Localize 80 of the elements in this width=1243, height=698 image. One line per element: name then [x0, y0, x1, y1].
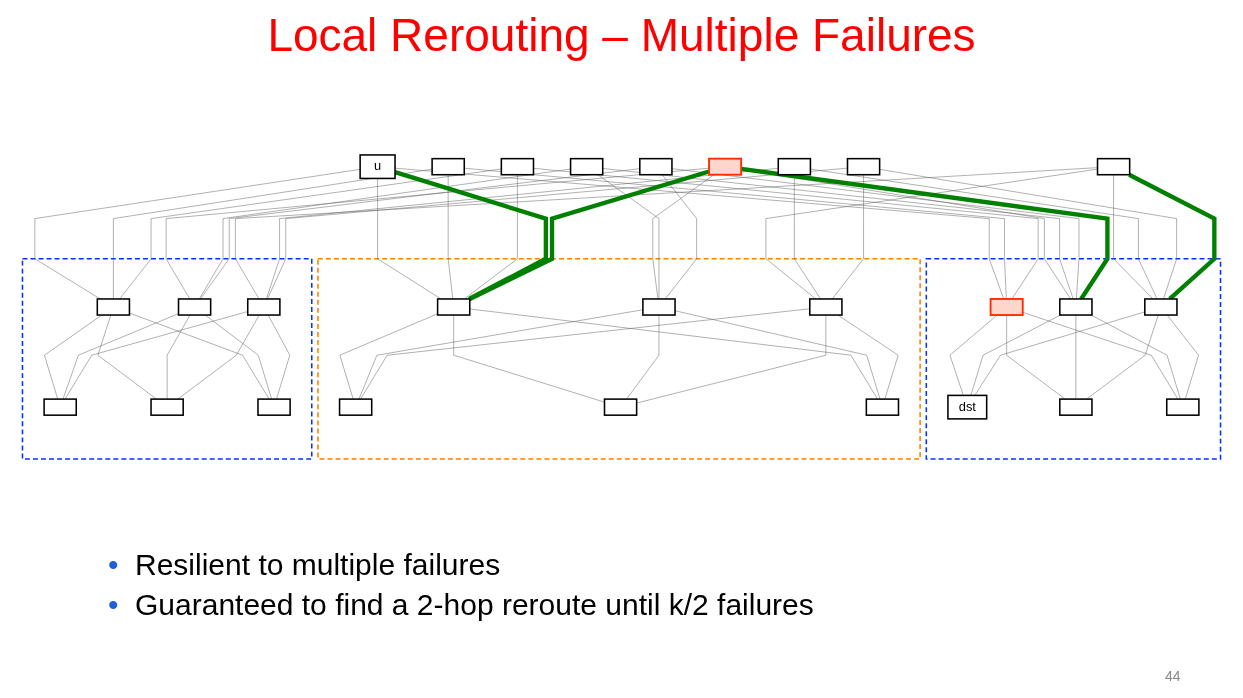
node-box — [708, 157, 743, 176]
connector — [453, 314, 605, 403]
connector — [360, 308, 810, 400]
connector — [62, 313, 179, 400]
connector — [267, 314, 291, 400]
node-box: dst — [947, 394, 988, 420]
connector — [831, 174, 864, 300]
node-box — [96, 298, 131, 316]
connector — [34, 169, 361, 300]
connector — [1166, 314, 1199, 400]
connector — [1075, 314, 1077, 400]
node-box — [1165, 398, 1200, 416]
connector — [1086, 314, 1159, 400]
node-box — [809, 298, 843, 316]
connector — [533, 168, 1039, 300]
node-box — [846, 157, 881, 176]
connector — [1006, 314, 1066, 400]
node-box — [43, 398, 78, 416]
bullet-text: Resilient to multiple failures — [135, 548, 501, 582]
connector — [652, 174, 715, 300]
connector — [837, 314, 899, 400]
node-box — [500, 157, 535, 176]
node-box — [431, 157, 466, 176]
connector — [97, 314, 157, 400]
connector — [1113, 174, 1154, 300]
connector — [129, 312, 270, 400]
node-box — [257, 398, 291, 416]
connector — [64, 311, 248, 400]
connector — [464, 174, 518, 300]
node-box — [1059, 298, 1093, 316]
node-box — [569, 157, 604, 176]
node-box — [436, 298, 471, 316]
connector — [377, 178, 442, 300]
node-box — [777, 157, 812, 176]
bullet-marker: • — [108, 588, 119, 622]
connector — [661, 174, 697, 300]
connector — [235, 167, 1098, 300]
slide-title: Local Rerouting – Multiple Failures — [266, 8, 977, 62]
connector — [447, 174, 453, 300]
connector — [602, 168, 1074, 300]
connector — [626, 314, 660, 400]
connector — [597, 174, 660, 300]
connector — [879, 169, 1177, 300]
node-box — [639, 157, 673, 176]
bullet-text: Guaranteed to find a 2-hop reroute until k/2 failures — [135, 588, 814, 622]
connector — [166, 314, 191, 400]
cluster — [317, 258, 921, 460]
node-box — [865, 398, 900, 416]
connector — [468, 169, 710, 302]
node-box — [338, 398, 373, 416]
node-box — [603, 398, 638, 416]
cluster — [21, 258, 313, 460]
connector — [1090, 314, 1181, 400]
connector — [204, 314, 272, 400]
connector — [199, 168, 571, 300]
connector — [113, 168, 433, 300]
node-box — [642, 298, 676, 316]
node-box — [246, 298, 281, 316]
node-box: u — [359, 154, 396, 180]
connector — [177, 314, 260, 400]
connector — [671, 168, 1080, 300]
connector — [339, 313, 438, 400]
node-box — [1144, 298, 1178, 316]
node-box — [177, 298, 212, 316]
connector — [970, 314, 1061, 396]
connector — [810, 168, 1158, 300]
node-box — [989, 298, 1024, 316]
page-number: 44 — [1165, 668, 1181, 684]
node-box — [150, 398, 184, 416]
node-box — [1096, 157, 1131, 176]
connector — [1022, 312, 1179, 400]
connector — [119, 168, 502, 300]
connector — [949, 314, 998, 396]
cluster — [925, 258, 1222, 460]
node-box — [1059, 398, 1093, 416]
connector — [469, 308, 878, 400]
bullet-marker: • — [108, 548, 119, 582]
connector — [44, 314, 103, 400]
connector — [165, 167, 710, 300]
connector — [636, 314, 827, 404]
